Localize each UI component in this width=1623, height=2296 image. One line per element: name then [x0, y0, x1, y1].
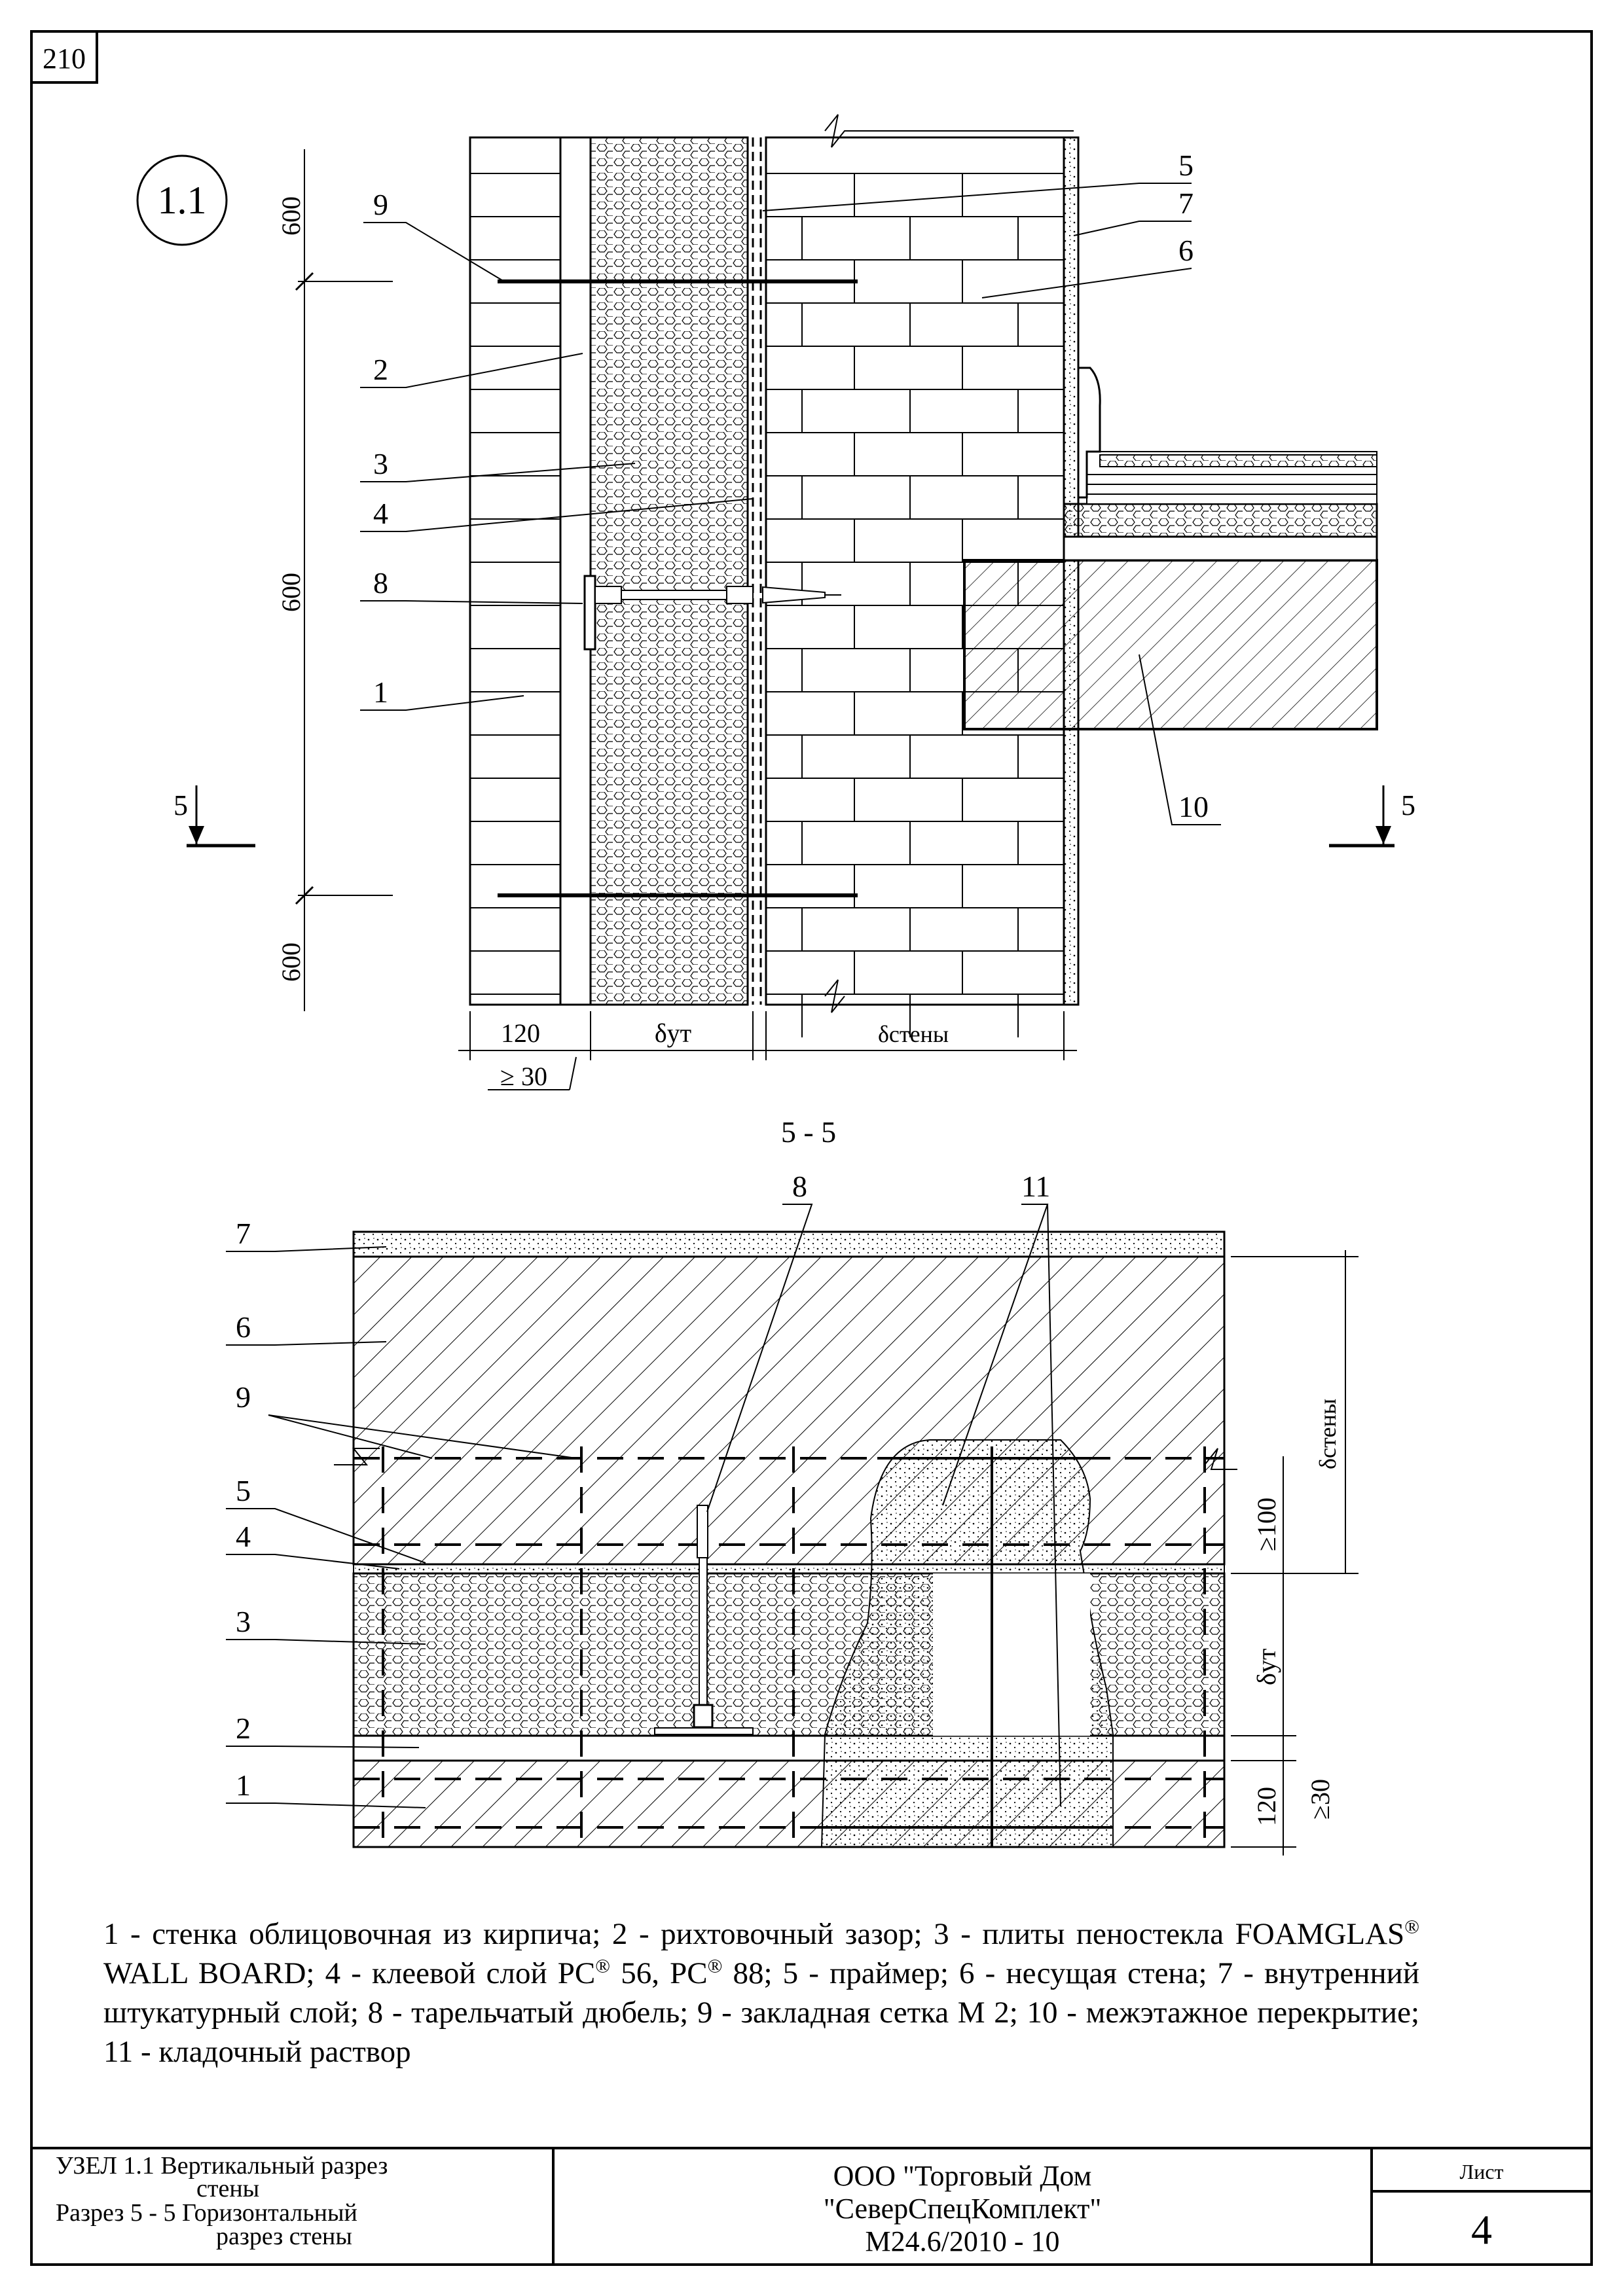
legend-reg-3: ® — [707, 1955, 723, 1977]
organization-line-1: ООО "Торговый Дом — [833, 2160, 1092, 2192]
section-dowel — [654, 1505, 754, 1735]
dim-120: 120 — [501, 1018, 540, 1048]
floor-slab — [963, 559, 1378, 730]
section-marker-right: 5 — [1401, 789, 1415, 821]
dim-delta-wall-section: δстены — [1315, 1399, 1341, 1469]
section-callout-9: 9 — [236, 1380, 251, 1414]
legend-part-1: 1 - стенка облицовочная из кирпича; 2 - … — [103, 1917, 1405, 1951]
section-callout-1: 1 — [236, 1768, 251, 1802]
section-callout-7: 7 — [236, 1217, 251, 1250]
callout-5: 5 — [1178, 149, 1194, 182]
organization-line-2: "СеверСпецКомплект" — [823, 2193, 1102, 2225]
floor-screed — [1063, 535, 1378, 562]
section-callout-3: 3 — [236, 1605, 251, 1638]
page-number-box — [30, 30, 98, 84]
legend-part-2: WALL BOARD; 4 - клеевой слой PC — [103, 1956, 596, 1990]
legend-reg-1: ® — [1404, 1916, 1419, 1938]
section-callout-6: 6 — [236, 1310, 251, 1344]
section-callout-4: 4 — [236, 1520, 251, 1553]
callout-10: 10 — [1178, 790, 1209, 823]
section-callout-8: 8 — [792, 1170, 807, 1203]
callout-9: 9 — [373, 188, 388, 221]
title-line-3: Разрез 5 - 5 Горизонтальный — [56, 2199, 357, 2227]
dim-600-top: 600 — [276, 196, 306, 236]
title-line-1: УЗЕЛ 1.1 Вертикальный разрез — [56, 2152, 388, 2179]
callout-1: 1 — [373, 675, 388, 709]
sheet-number: 4 — [1471, 2206, 1492, 2253]
legend-part-3: 56, PC — [610, 1956, 708, 1990]
skirting-board — [1077, 367, 1101, 499]
title-line-4: разрез стены — [216, 2223, 352, 2250]
legend-part-4: 88; 5 - праймер; 6 - несущая стена; 7 - … — [103, 1956, 1419, 2069]
dim-delta-ut-section: δут — [1252, 1649, 1281, 1685]
legend-text: 1 - стенка облицовочная из кирпича; 2 - … — [103, 1914, 1419, 2072]
callout-4: 4 — [373, 497, 388, 530]
title-block — [31, 2147, 1592, 2265]
dim-gap: ≥ 30 — [500, 1062, 547, 1091]
dim-delta-wall: δстены — [878, 1021, 949, 1047]
page-number: 210 — [43, 43, 86, 75]
callout-6: 6 — [1178, 234, 1194, 267]
section-title: 5 - 5 — [781, 1115, 836, 1149]
dim-600-mid: 600 — [276, 573, 306, 612]
dim-100-section: ≥100 — [1252, 1498, 1281, 1551]
sheet-label: Лист — [1459, 2160, 1504, 2183]
section-callout-2: 2 — [236, 1712, 251, 1745]
plate-dowel — [583, 575, 841, 651]
callout-7: 7 — [1178, 187, 1194, 220]
dim-delta-ut: δут — [655, 1018, 691, 1048]
section-callout-5: 5 — [236, 1474, 251, 1507]
section-5-5-drawing: 5 - 5 — [226, 1115, 1359, 1856]
section-bearing-wall — [352, 1255, 1226, 1566]
node-1-1-drawing: 1.1 — [136, 114, 1415, 1091]
callout-3: 3 — [373, 447, 388, 480]
callout-8: 8 — [373, 566, 388, 600]
title-line-2: стены — [196, 2175, 260, 2202]
dim-30-section: ≥30 — [1305, 1779, 1335, 1820]
sheet-frame — [30, 30, 1593, 2266]
callout-2: 2 — [373, 353, 388, 386]
brick-veneer — [469, 136, 562, 1006]
air-gap — [559, 136, 592, 1006]
legend-reg-2: ® — [595, 1955, 611, 1977]
section-marker-left: 5 — [173, 789, 188, 821]
section-callout-11: 11 — [1021, 1170, 1050, 1203]
node-label: 1.1 — [158, 179, 207, 222]
dim-600-bottom: 600 — [276, 942, 306, 982]
node-label-circle — [136, 154, 228, 246]
floor-insulation — [1063, 503, 1378, 538]
foamglass-insulation — [589, 136, 749, 1006]
dim-120-section: 120 — [1252, 1787, 1281, 1826]
document-code: М24.6/2010 - 10 — [865, 2225, 1060, 2257]
